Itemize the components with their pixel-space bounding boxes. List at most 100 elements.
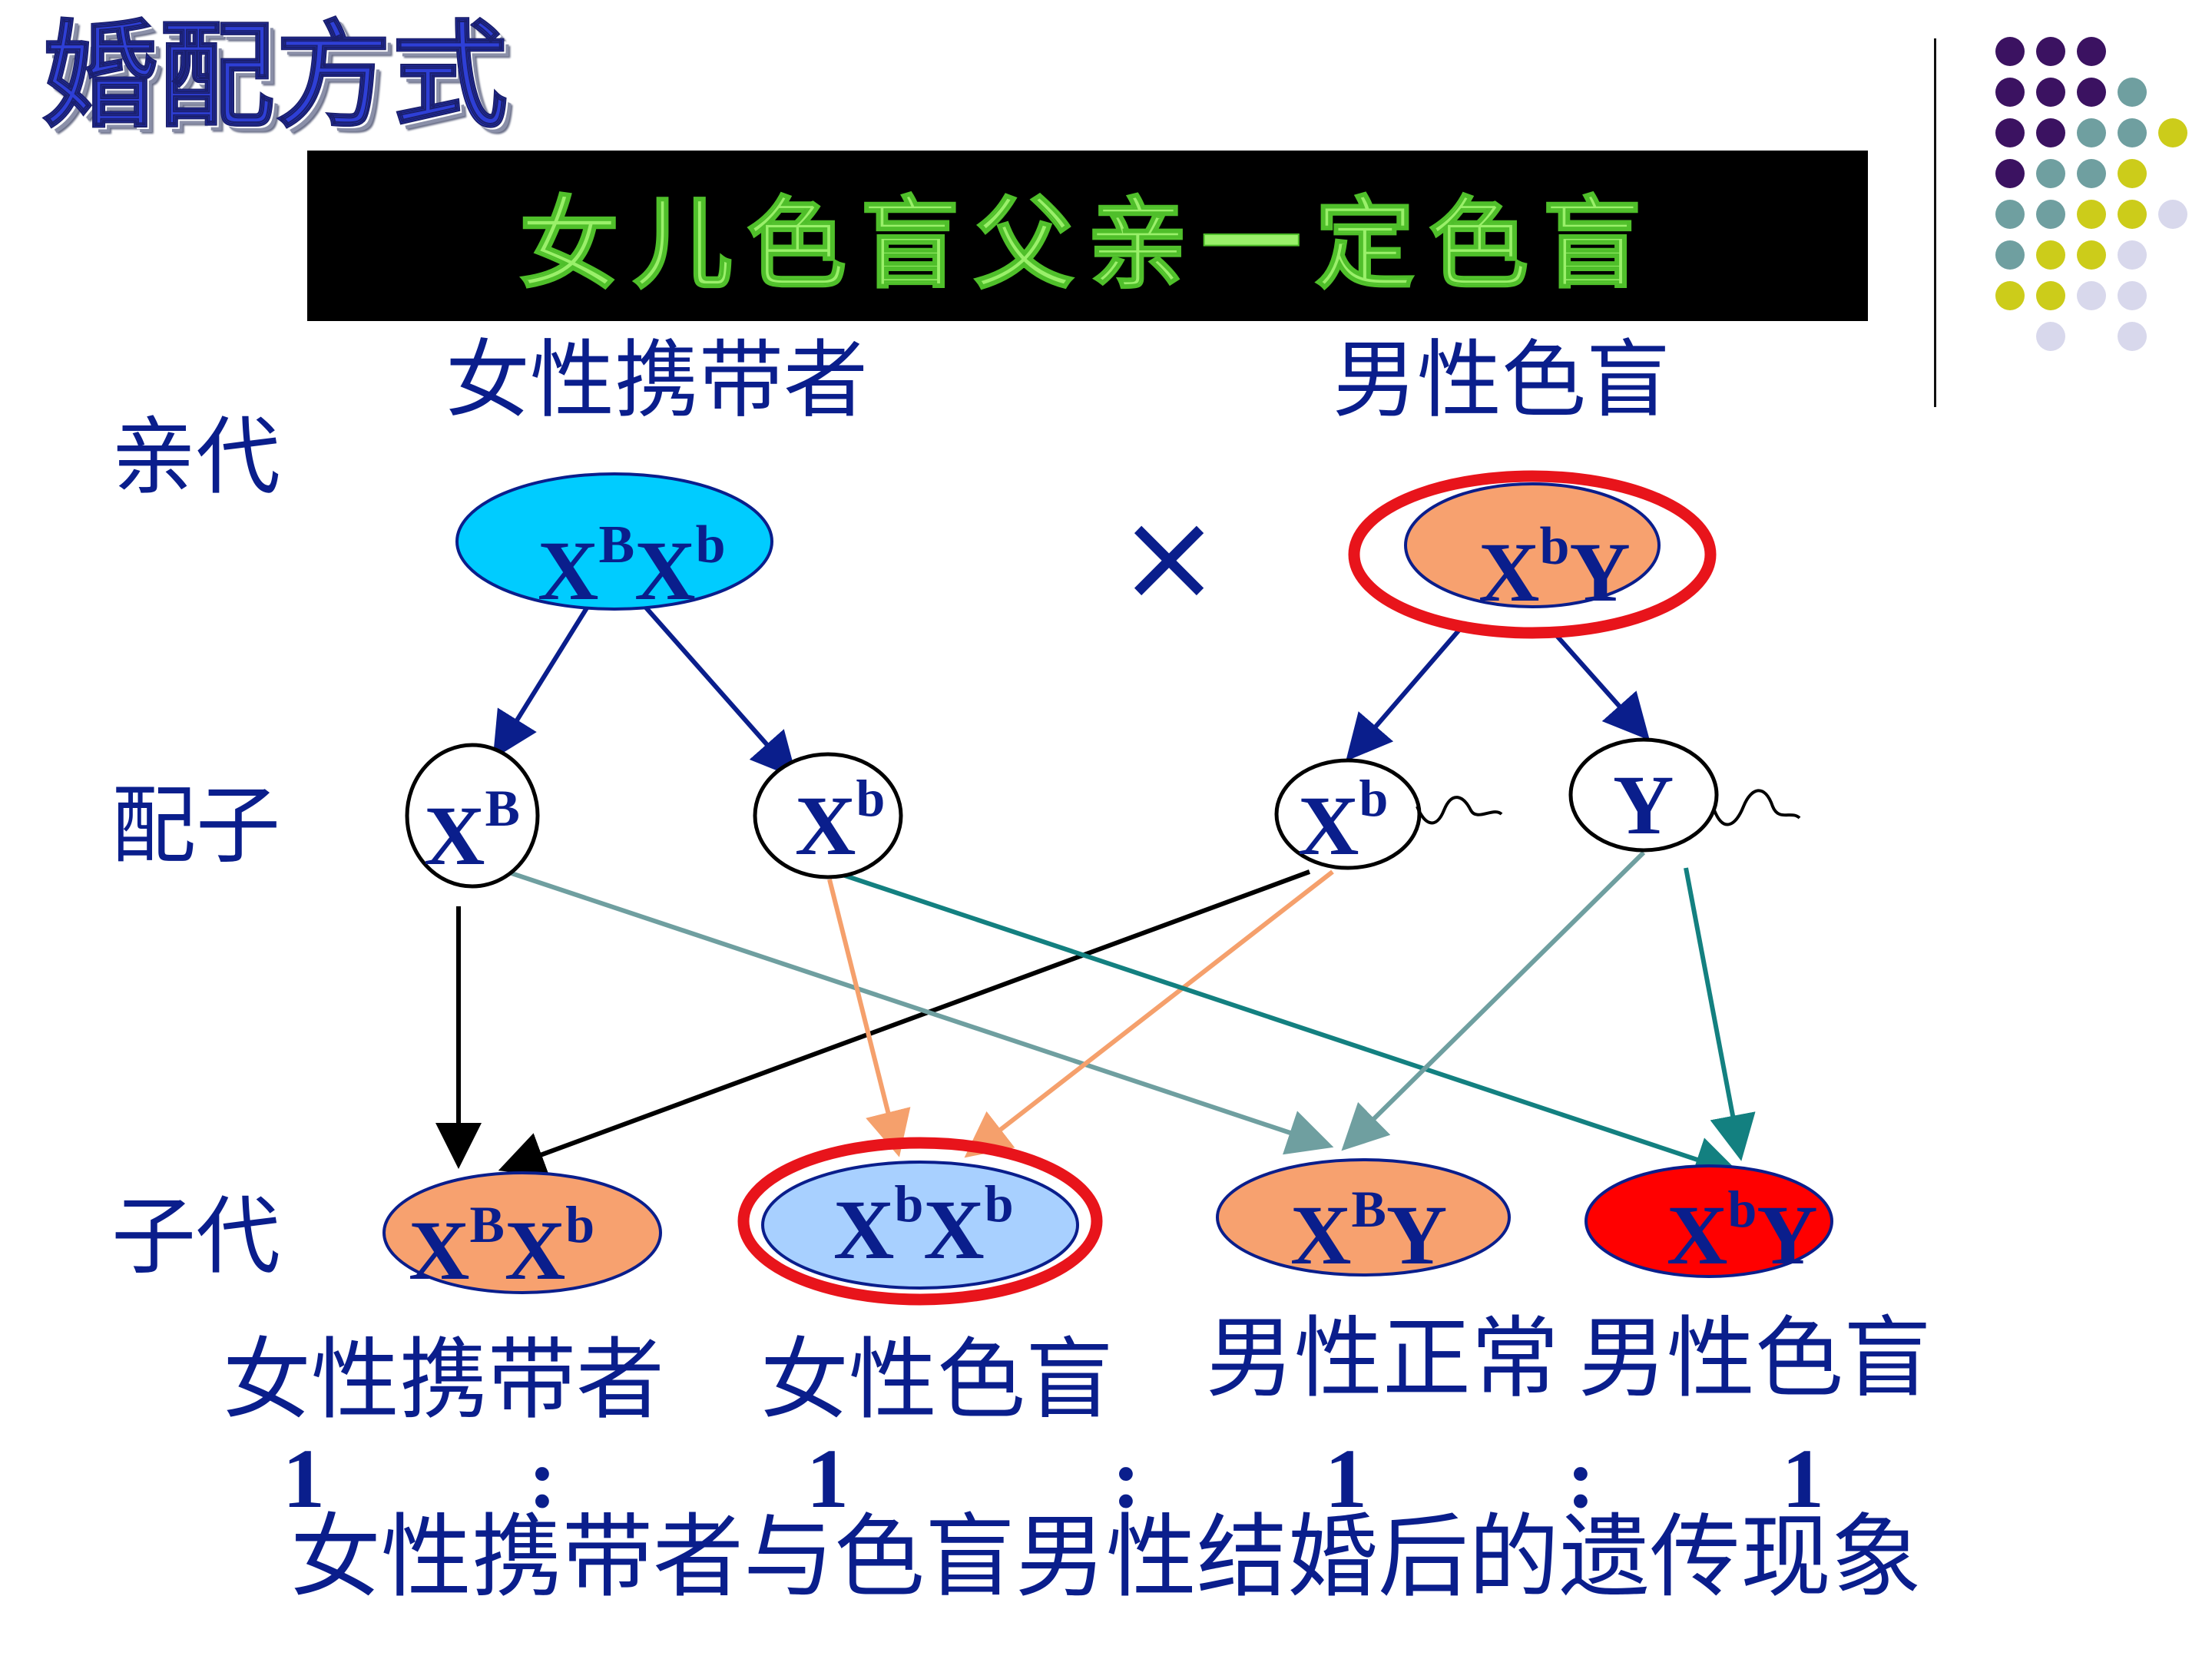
offspring-male-normal-genotype: XBY [1290,1180,1447,1282]
gamete-Xb-female-genotype: Xb [795,769,885,873]
decorative-dot [2077,37,2106,66]
sperm-tail [1713,789,1801,826]
male-parent: XbY [1348,470,1717,639]
decorative-dot [2077,78,2106,107]
gamete-Y-genotype: Y [1613,758,1674,852]
decorative-dot [2158,118,2187,147]
gamete-XB: XB [405,743,540,889]
ratio-value-2: 1 [806,1432,849,1525]
offspring-male-blind-genotype: XbY [1667,1180,1818,1282]
ratio-separator-3: : [1567,1432,1595,1525]
ratio-separator-2: : [1112,1432,1141,1525]
offspring-male-normal-ellipse [1216,1158,1511,1277]
gamete-XB-genotype: XB [424,779,520,882]
row-label-offspring: 子代 [111,1187,280,1286]
banner-text: 女儿色盲父亲一定色盲 [518,185,1656,303]
decorative-dot [2036,37,2065,66]
decorative-dot [2118,118,2147,147]
parent-gamete-arrows [492,605,1650,779]
male-parent-genotype: XbY [1479,517,1631,619]
arrow-female-to-XB [492,605,590,760]
decorative-dot [2118,322,2147,351]
male-parent-ellipse [1404,482,1661,608]
decorative-dot [2118,200,2147,229]
arrow-Y-to-blind-male [1684,867,1756,1161]
offspring-female-blind-ellipse [761,1161,1079,1290]
gamete-XB-circle [405,743,540,889]
decorative-dot [2036,322,2065,351]
arrow-male-to-Xb [1346,628,1462,762]
ratio-value-1: 1 [283,1432,325,1525]
bottom-caption: 女性携带者与色盲男性结婚后的遗传现象 [290,1504,1922,1610]
decorative-dot [2077,200,2106,229]
offspring-carrier: XBXb [382,1171,662,1297]
offspring-male-blind-ellipse [1584,1164,1833,1278]
arrow-Xb-male-to-carrier [498,869,1311,1177]
arrow-Y-to-normal-male [1341,850,1646,1151]
decorative-dot [2077,281,2106,310]
arrow-Xb-female-to-blind-female [827,879,911,1157]
offspring-male-blind-label: 男性色盲 [1578,1307,1932,1410]
gamete-Xb-female: Xb [753,752,903,879]
decorative-dot [1995,200,2025,229]
ratio-value-3: 1 [1325,1432,1367,1525]
decorative-dot [2077,118,2106,147]
decorative-dot [2118,281,2147,310]
female-parent-ellipse [455,472,773,611]
decorative-dot [1995,159,2025,188]
decorative-dot [1995,37,2025,66]
decorative-dot [2036,159,2065,188]
offspring-female-blind: XbXb [737,1137,1103,1306]
decorative-dot [1995,240,2025,270]
gamete-Xb-male-genotype: Xb [1298,769,1388,873]
gamete-Xb-male: Xb [1274,758,1503,873]
gamete-Y-circle [1568,737,1719,853]
offspring-female-blind-genotype: XbXb [833,1174,1014,1277]
banner: 女儿色盲父亲一定色盲 [307,151,1868,321]
decorative-dot [2036,240,2065,270]
decorative-dot [2036,200,2065,229]
ratio-separator-1: : [528,1432,557,1525]
decorative-dot [1995,281,2025,310]
gamete-Xb-female-circle [753,752,903,879]
arrow-Xb-female-to-blind-male [833,869,1741,1182]
arrow-Xb-male-to-blind-female [964,869,1334,1158]
offspring-female-blind-label: 女性色盲 [760,1329,1114,1432]
decorative-dot [2036,78,2065,107]
divider-line [1934,38,1936,407]
decorative-dot [2077,240,2106,270]
decorative-dot [2118,240,2147,270]
decorative-dot [2077,159,2106,188]
arrow-male-to-Y [1549,628,1650,740]
offspring-carrier-label: 女性携带者 [223,1329,665,1432]
offspring-carrier-ellipse [382,1171,662,1294]
decorative-dot [1995,118,2025,147]
offspring-female-blind-highlight-ring [737,1137,1103,1306]
decorative-dot [2118,159,2147,188]
male-parent-highlight-ring [1348,470,1717,639]
decorative-dot [2036,118,2065,147]
female-parent-genotype: XBXb [538,515,726,618]
male-parent-label: 男性色盲 [1333,331,1671,429]
gamete-Y: Y [1568,737,1801,853]
ratio-value-4: 1 [1782,1432,1824,1525]
decorative-dot [2036,281,2065,310]
decorative-dot [2158,200,2187,229]
page-title: 婚配方式 [41,10,510,144]
decorative-dot [2118,78,2147,107]
cross-symbol: × [1118,485,1220,628]
offspring-male-normal: XBY [1216,1158,1511,1282]
offspring-male-normal-label: 男性正常 [1206,1307,1560,1410]
female-parent-label: 女性携带者 [445,331,868,429]
row-label-gametes: 配子 [111,777,280,875]
arrow-XB-to-normal-male [495,866,1334,1155]
decorative-dot [1995,78,2025,107]
arrow-female-to-Xb [643,605,797,779]
female-parent: XBXb [455,472,773,618]
gamete-offspring-arrows [435,850,1756,1182]
offspring-carrier-genotype: XBXb [409,1195,594,1297]
row-label-parents: 亲代 [111,408,280,506]
sperm-tail [1416,796,1503,825]
offspring-male-blind: XbY [1584,1164,1833,1282]
